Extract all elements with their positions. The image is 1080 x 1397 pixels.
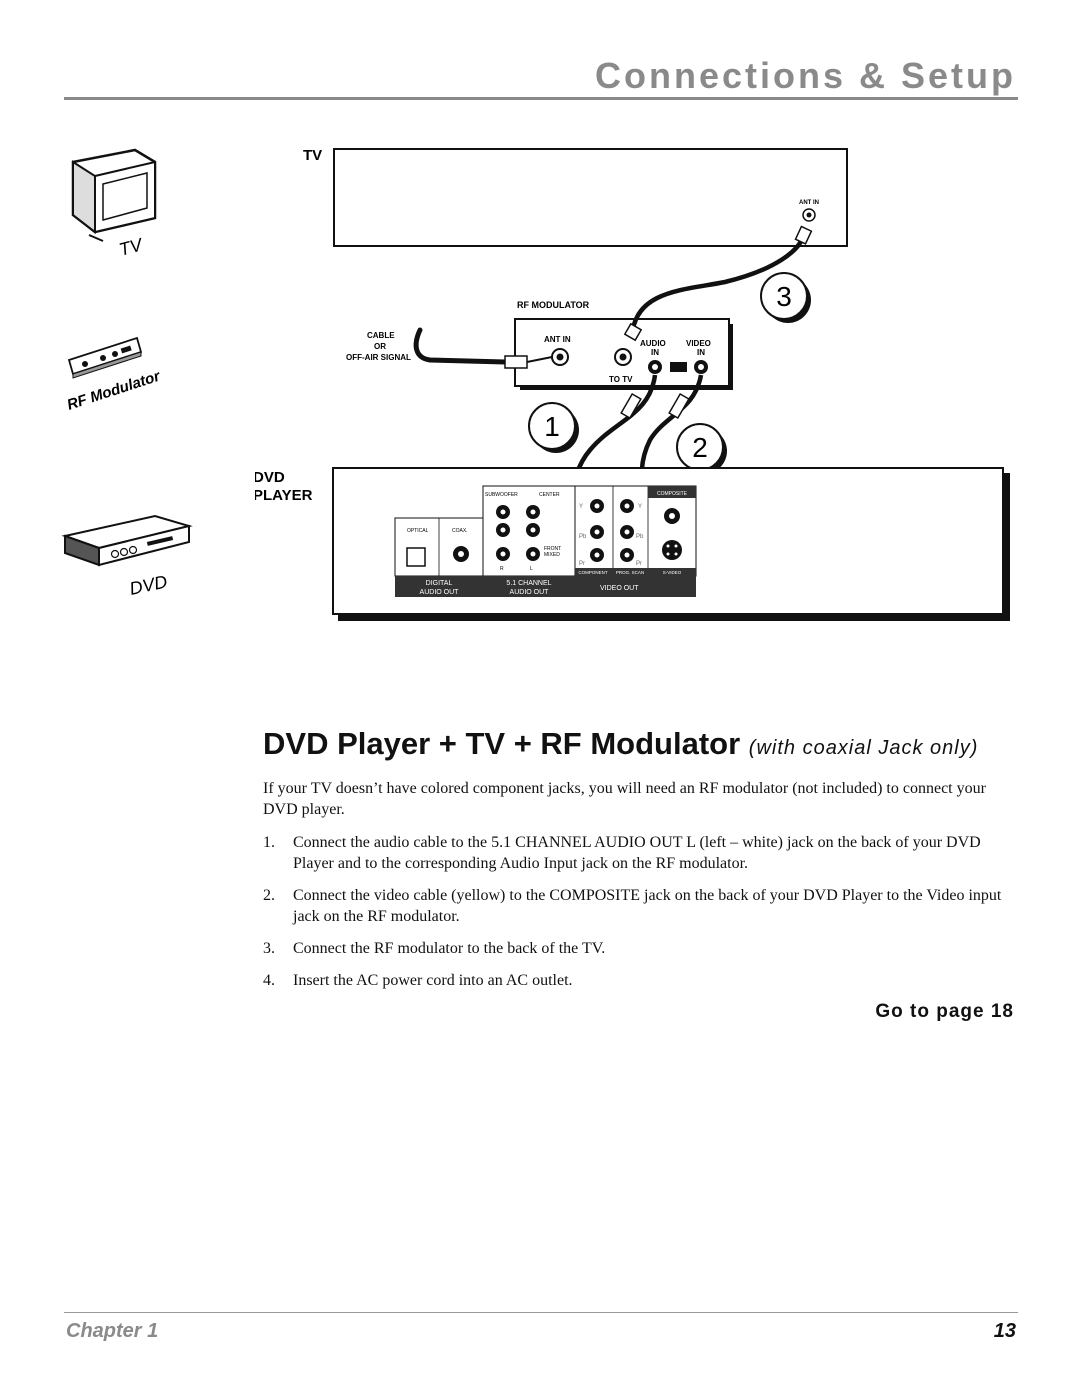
step-number: 3.: [263, 940, 275, 957]
tv-ant-in-jack: [802, 208, 816, 222]
antenna-connector: [504, 355, 528, 369]
step-item: 2. Connect the video cable (yellow) to t…: [263, 885, 1023, 927]
pr-label-1: Pr: [579, 561, 585, 567]
goto-page-link[interactable]: Go to page 18: [875, 1001, 1014, 1022]
rf-audio-in-label: IN: [651, 348, 659, 357]
coax-label: COAX.: [452, 528, 468, 534]
optical-label: OPTICAL: [407, 528, 429, 534]
dvd-panel-label-2: PLAYER: [255, 487, 313, 504]
tv-illustration: [71, 148, 157, 242]
rf-cable-connector: [623, 322, 643, 342]
tv-cable-connector: [794, 225, 813, 245]
rf-modulator-label: RF MODULATOR: [517, 300, 590, 310]
step-1-badge: 1: [528, 402, 579, 453]
coax-jack: [453, 546, 469, 562]
rf-audio-jack: [648, 360, 662, 374]
tv-panel-label: TV: [303, 147, 322, 164]
audio-cable-plug: [620, 392, 642, 420]
video-out-label: VIDEO OUT: [600, 585, 639, 592]
tv-caption: TV: [117, 234, 146, 260]
dvd-panel-label-1: DVD: [255, 469, 285, 486]
step-item: 1. Connect the audio cable to the 5.1 CHA…: [263, 832, 1023, 874]
svg-text:3: 3: [776, 281, 792, 312]
step-text: Connect the RF modulator to the back of …: [293, 940, 606, 957]
antenna-cable: [413, 327, 508, 365]
step-text: Connect the audio cable to the 5.1 CHANN…: [293, 834, 981, 872]
optical-jack: [406, 547, 426, 567]
composite-label: COMPOSITE: [657, 491, 688, 497]
s-video-label: S-VIDEO: [663, 570, 682, 575]
channel-audio-out-label: AUDIO OUT: [510, 589, 550, 596]
rf-switch: [670, 362, 687, 372]
rf-modulator-illustration: [67, 336, 143, 379]
cable-label: CABLE: [367, 331, 395, 340]
step-3-badge: 3: [760, 272, 811, 323]
mixed-label: MIXED: [544, 552, 560, 558]
channel-label: 5.1 CHANNEL: [506, 580, 551, 587]
step-number: 4.: [263, 972, 275, 989]
page-header-title: Connections & Setup: [594, 55, 1016, 96]
tv-ant-in-label: ANT IN: [799, 200, 819, 206]
y-label-1: Y: [579, 504, 583, 510]
center-label: CENTER: [539, 492, 560, 498]
step-item: 4. Insert the AC power cord into an AC ou…: [263, 970, 1023, 991]
pr-label-2: Pr: [636, 561, 642, 567]
composite-band: [648, 486, 696, 498]
s-video-jack: [662, 540, 682, 560]
rf-audio-label: AUDIO: [640, 339, 666, 348]
subwoofer-label: SUBWOOFER: [485, 492, 518, 498]
dvd-player-illustration: [61, 514, 193, 567]
channel-l-label: L: [530, 566, 533, 572]
channel-r-label: R: [500, 566, 504, 572]
digital-audio-out-label: AUDIO OUT: [420, 589, 460, 596]
step-item: 3. Connect the RF modulator to the back o…: [263, 938, 1023, 959]
antenna-pin: [526, 356, 553, 363]
rf-to-tv-jack: [614, 348, 632, 366]
component-label: COMPONENT: [578, 570, 608, 575]
step-2-badge: 2: [676, 423, 727, 474]
connection-diagram: TV ANT IN RF MODULATOR ANT IN TO TV AUDI…: [255, 147, 1010, 621]
rf-video-in-label: IN: [697, 348, 705, 357]
section-title-subtitle: (with coaxial Jack only): [748, 737, 979, 759]
pb-label-1: Pb: [579, 534, 587, 540]
sidebar-illustrations: TV RF Modulator DVD: [61, 148, 193, 599]
rf-to-tv-label: TO TV: [609, 375, 633, 384]
step-number: 1.: [263, 834, 275, 851]
step-text: Insert the AC power cord into an AC outl…: [293, 972, 573, 989]
rf-video-jack: [694, 360, 708, 374]
video-type-band: [575, 568, 696, 576]
step-text: Connect the video cable (yellow) to the …: [293, 887, 1002, 925]
prog-scan-label: PROG. SCAN: [616, 570, 644, 575]
component-jacks: [590, 499, 634, 562]
instruction-steps: 1. Connect the audio cable to the 5.1 CHA…: [263, 832, 1023, 1002]
channel-jacks: [496, 505, 540, 561]
page-number: 13: [993, 1320, 1016, 1342]
rf-video-label: VIDEO: [686, 339, 711, 348]
composite-jack: [664, 508, 680, 524]
dvd-caption: DVD: [128, 571, 169, 598]
front-label: FRONT: [544, 546, 561, 552]
step-number: 2.: [263, 887, 275, 904]
video-cable-plug: [668, 392, 690, 420]
footer-rule: [64, 1312, 1018, 1313]
svg-text:2: 2: [692, 432, 708, 463]
cable-or-label: OR: [374, 342, 386, 351]
tv-back-panel: [333, 148, 848, 247]
chapter-label: Chapter 1: [66, 1320, 159, 1342]
section-title-main: DVD Player + TV + RF Modulator: [263, 726, 741, 761]
rf-ant-in-jack: [551, 348, 569, 366]
cable-rf-to-tv: [629, 235, 806, 337]
pb-label-2: Pb: [636, 534, 644, 540]
section-title: DVD Player + TV + RF Modulator (with coa…: [263, 726, 978, 762]
off-air-signal-label: OFF-AIR SIGNAL: [346, 353, 411, 362]
intro-paragraph: If your TV doesn’t have colored componen…: [263, 780, 986, 818]
digital-audio-out-band: [395, 576, 483, 597]
y-label-2: Y: [638, 504, 642, 510]
channel-audio-out-band: [483, 576, 575, 597]
svg-text:1: 1: [544, 411, 560, 442]
digital-label: DIGITAL: [426, 580, 453, 587]
video-out-band: [575, 576, 696, 597]
rf-ant-in-label: ANT IN: [544, 335, 571, 344]
header-rule: [64, 97, 1018, 100]
